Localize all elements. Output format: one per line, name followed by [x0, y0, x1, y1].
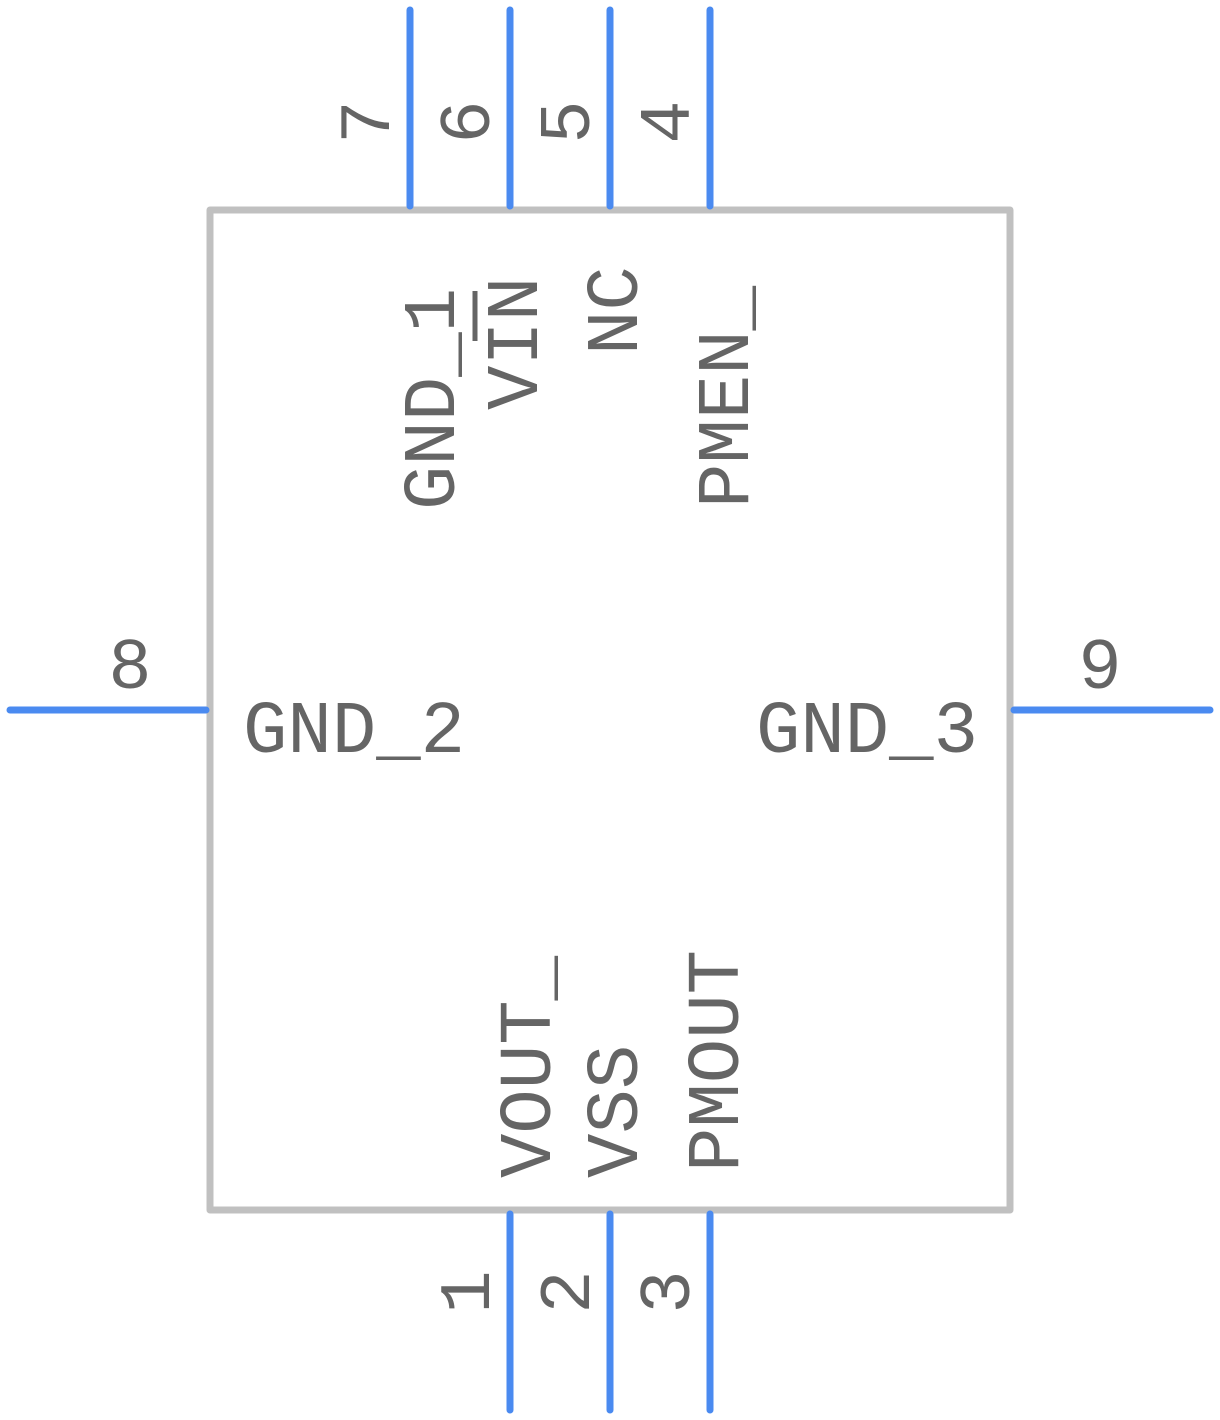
pin-5-name: NC [576, 266, 660, 355]
pin-6-name: VIN [476, 277, 560, 410]
pin-9-name: GND_3 [756, 691, 978, 775]
pin-2-number: 2 [529, 1270, 611, 1313]
pin-7-number: 7 [329, 100, 411, 143]
pin-5-number: 5 [529, 100, 611, 143]
pin-4-number: 4 [629, 100, 711, 143]
pin-3-name: PMOUT [677, 950, 761, 1172]
pin-6-number: 6 [429, 100, 511, 143]
pin-4-name: PMEN_ [687, 285, 771, 508]
pin-8-name: GND_2 [243, 691, 465, 775]
pin-1-name: VOUT_ [489, 955, 573, 1178]
pin-2-name: VSS [576, 1045, 660, 1178]
pin-9-number: 9 [1078, 628, 1121, 710]
pin-8-number: 8 [108, 628, 151, 710]
pin-3-number: 3 [629, 1270, 711, 1313]
component-body [206, 206, 1014, 1214]
pin-1-number: 1 [429, 1270, 511, 1313]
pin-7-name: GND_1 [393, 288, 477, 510]
